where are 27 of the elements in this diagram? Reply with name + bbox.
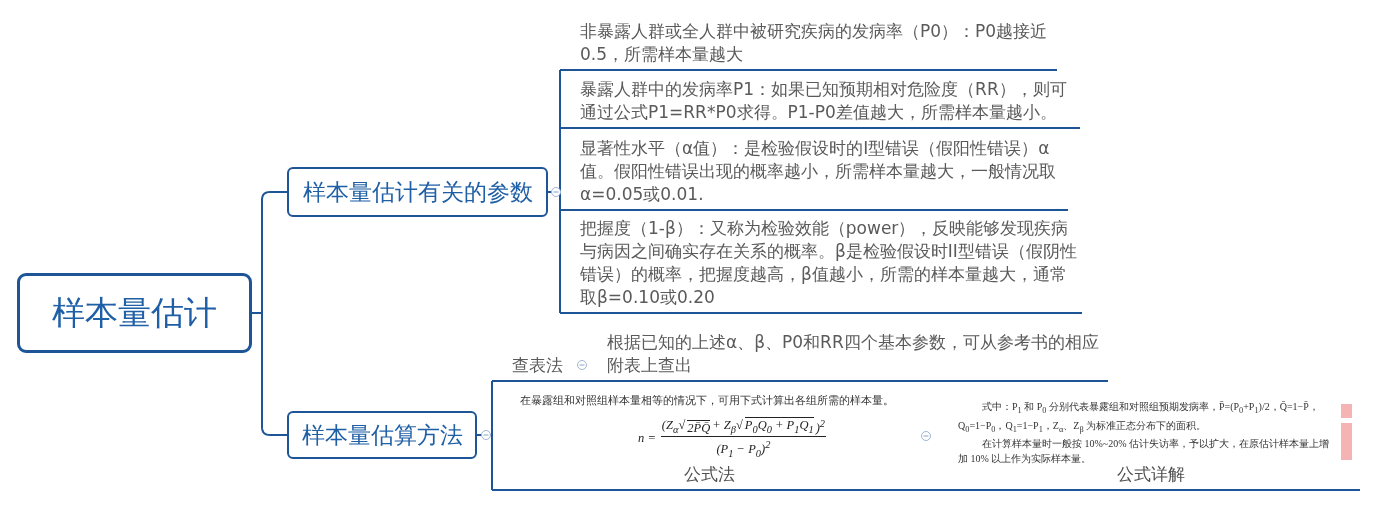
branch-line (571, 380, 593, 382)
panel-caption: 公式详解 (1117, 465, 1185, 483)
central-topic-box (17, 273, 252, 353)
subtopic-text: 查表法 (512, 354, 564, 377)
subtopic-text: 根据已知的上述α、β、P0和RR四个基本参数，可从参考书的相应附表上查出 (607, 331, 1100, 377)
branch-line (476, 380, 493, 491)
panel-caption: 公式法 (683, 465, 735, 483)
subtopic-text: 把握度（1-β）：又称为检验效能（power），反映能够发现疾病与病因之间确实存在关系的概率。β是检验假设时II型错误（假阴性错误）的概率，把握度越高，β值越小，所需的样本量越大，通常取β=0.10或0.20 (580, 217, 1078, 309)
branch-line (915, 489, 937, 491)
central-topic-label: 样本量估计 (52, 291, 217, 334)
branch-line (251, 191, 288, 436)
formula-note: 式中：P$_{1}$ 和 P$_{0}$ 分别代表暴露组和对照组预期发病率，P̄=(P$_{0}$+P$_{1}$)/2，Q̄=1−P̄，Q$_{0}$=1−P$_{0}$，Q$_{1}$=1−P$_{1}$，Z$_{α}$、Z$_{β}$ 为标准正态分布下的面积。 (958, 400, 1320, 436)
topic-box (287, 411, 477, 459)
topic-label: 样本量估算方法 (301, 420, 463, 450)
subtopic-text: 显著性水平（α值）：是检验假设时的I型错误（假阳性错误）α值。假阳性错误出现的概率越小，所需样本量越大，一般情况取α=0.05或0.01. (580, 137, 1057, 206)
branch-line (547, 69, 561, 314)
topic-label: 样本量估计有关的参数 (302, 177, 533, 207)
formula-description: 在暴露组和对照组样本量相等的情况下，可用下式计算出各组所需的样本量。 (520, 393, 894, 407)
formula-note: 在计算样本量时一般按 10%~20% 估计失访率，予以扩大，在原估计样本量上增加 10% 以上作为实际样本量。 (958, 437, 1331, 466)
formula-term: (P$_{1}$ − P$_{0}$)$^{2}$ (716, 438, 771, 461)
topic-box (287, 167, 548, 217)
formula-term: )$^{2}$ (815, 417, 825, 437)
formula-term: (Z$_{α}$√ (661, 417, 686, 437)
subtopic-text: 暴露人群中的发病率P1：如果已知预期相对危险度（RR），则可通过公式P1=RR*P0求得。P1-P0差值越大，所需样本量越小。 (580, 78, 1068, 124)
formula-term: n = (638, 430, 656, 446)
formula-term: + Z$_{β}$√ (712, 417, 743, 437)
subtopic-text: 非暴露人群或全人群中被研究疾病的发病率（P0）：P0越接近0.5，所需样本量越大 (580, 20, 1049, 66)
